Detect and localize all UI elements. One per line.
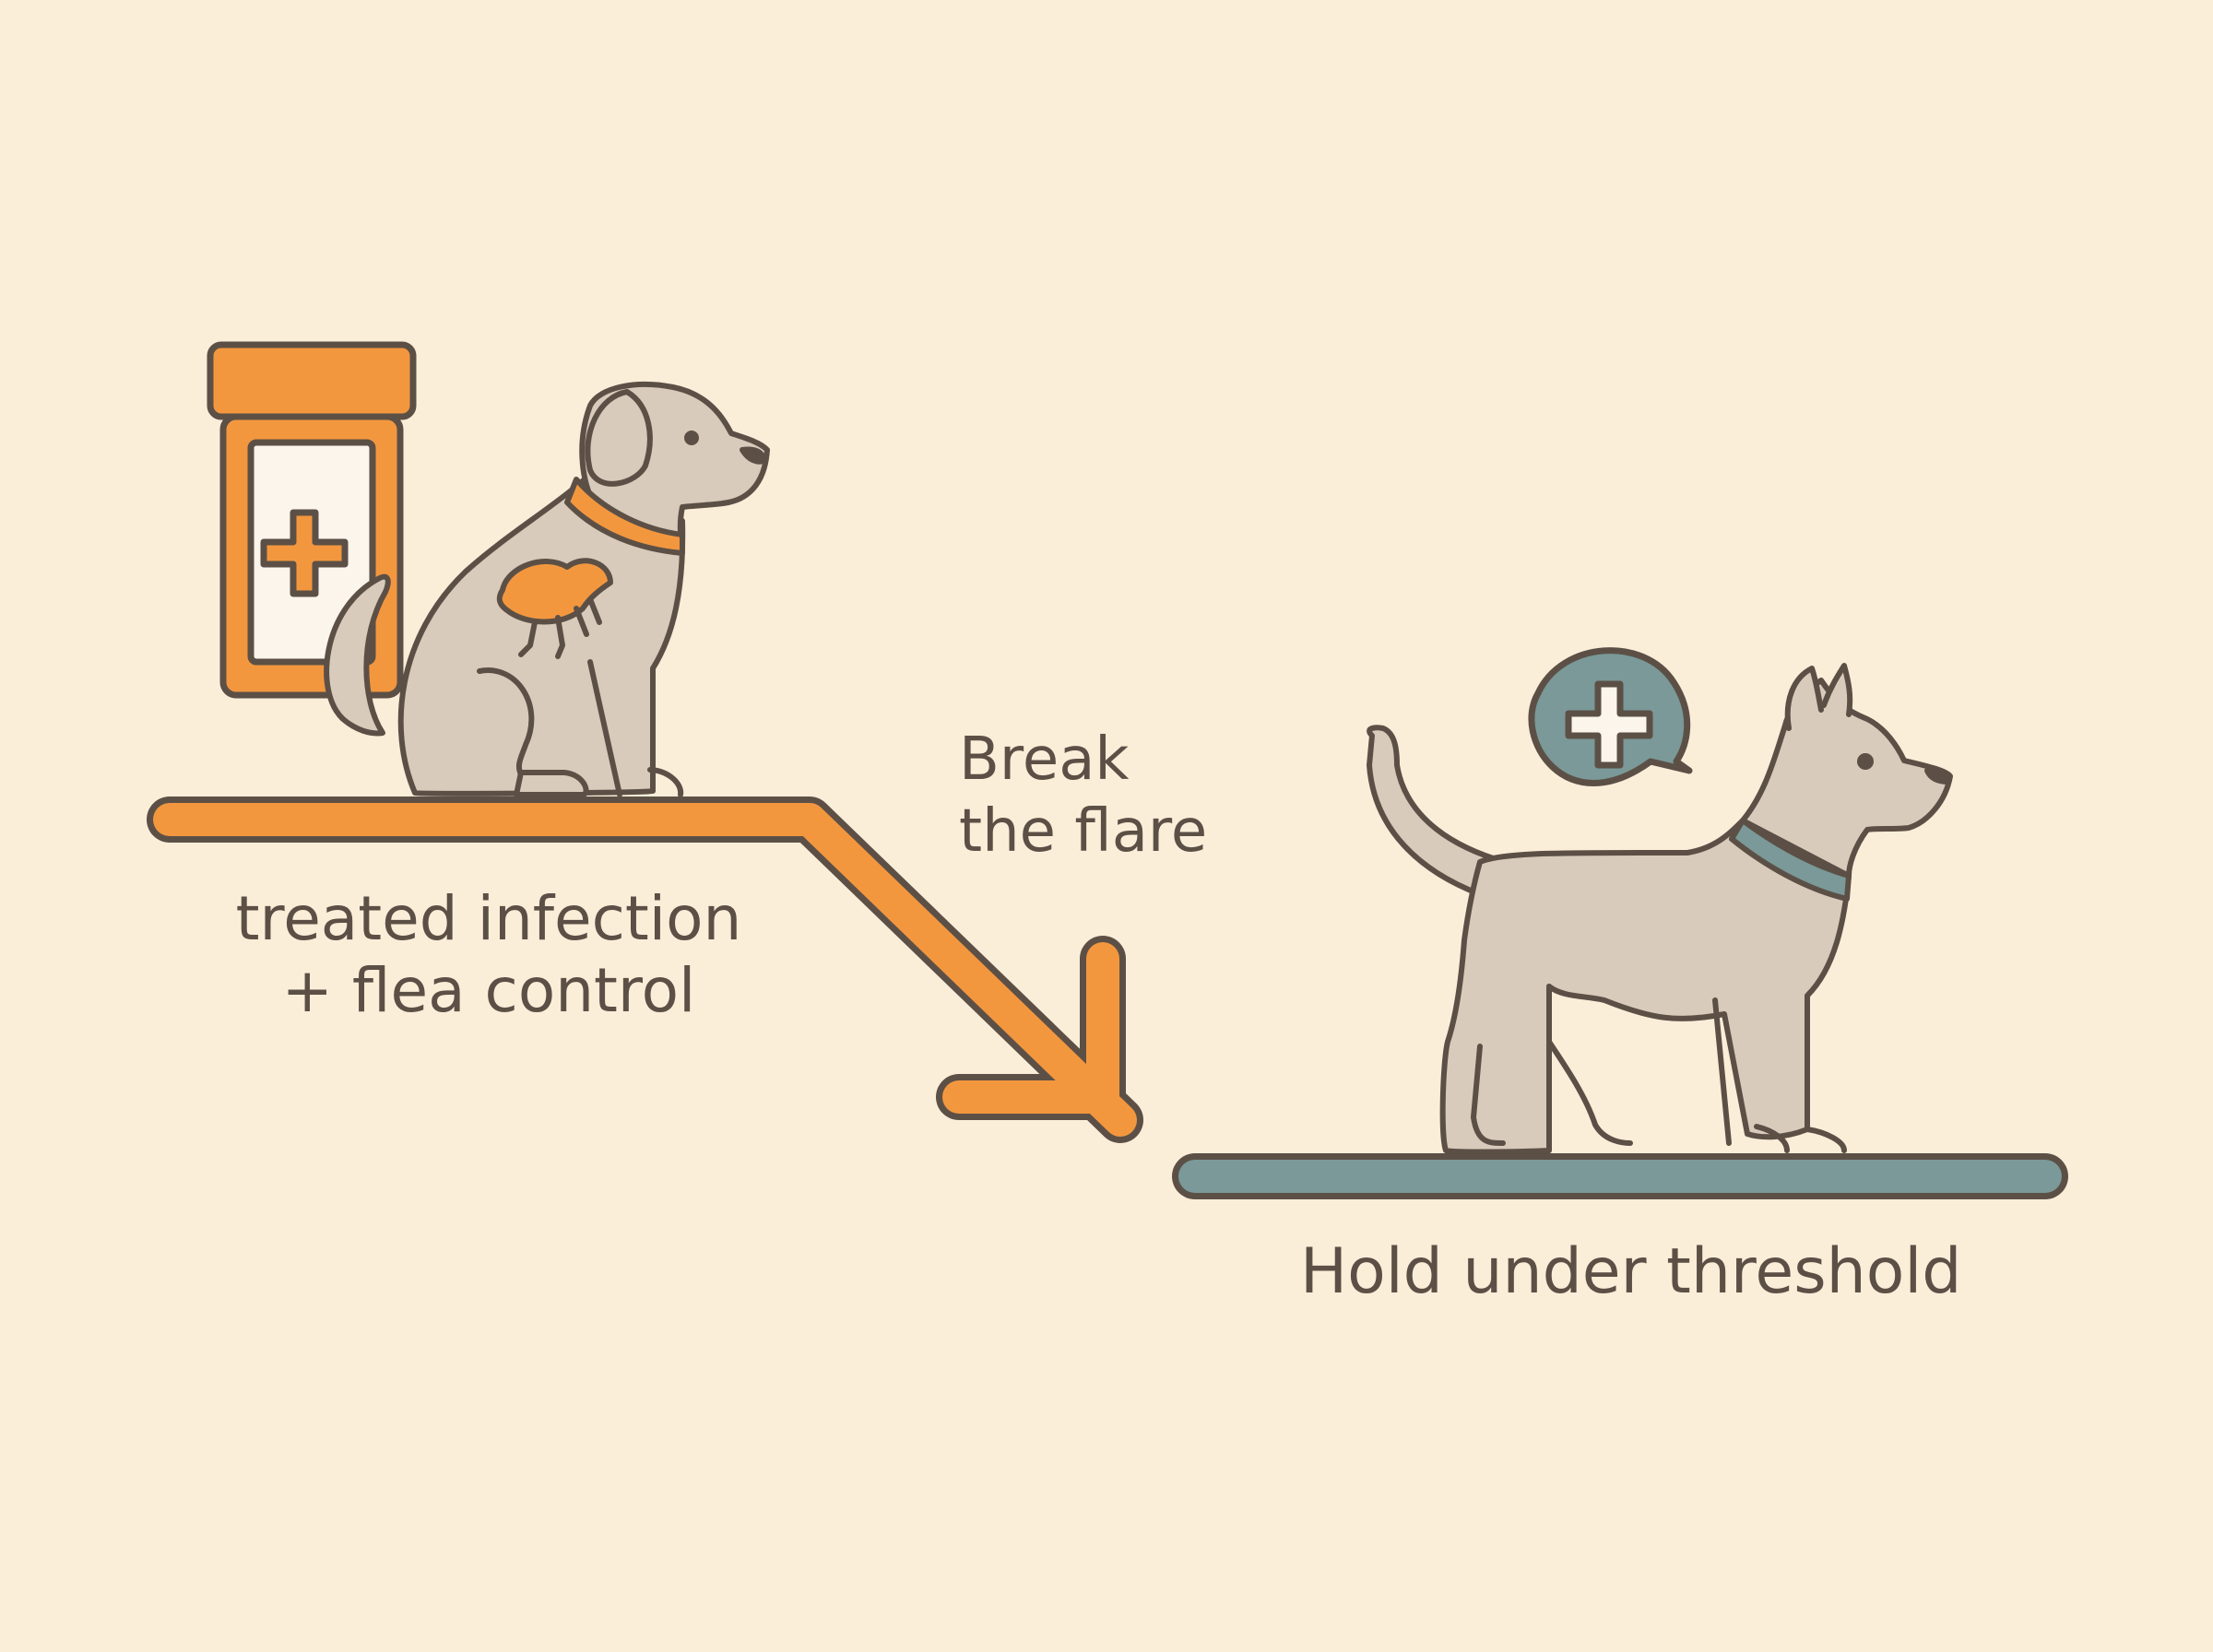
break-line: Break: [959, 726, 1130, 794]
descending-arrow-icon: [147, 796, 1143, 1143]
flea-icon: [496, 558, 613, 659]
treated-infection-line: treated infection: [235, 883, 742, 954]
hold-under-threshold-label: Hold under threshold: [1300, 1235, 1962, 1308]
treated-infection-label: treated infection + flea control: [212, 883, 765, 1027]
flea-control-line: + flea control: [281, 954, 696, 1026]
dog-icon: [324, 381, 770, 797]
plus-icon: [1565, 680, 1653, 769]
break-the-flare-label: Break the flare: [959, 724, 1207, 867]
healthy-dog-icon: [1367, 663, 1953, 1155]
plus-icon: [260, 509, 349, 597]
the-flare-line: the flare: [959, 797, 1208, 867]
medicine-bottle-icon: [207, 341, 417, 699]
health-badge-icon: [1528, 647, 1693, 786]
